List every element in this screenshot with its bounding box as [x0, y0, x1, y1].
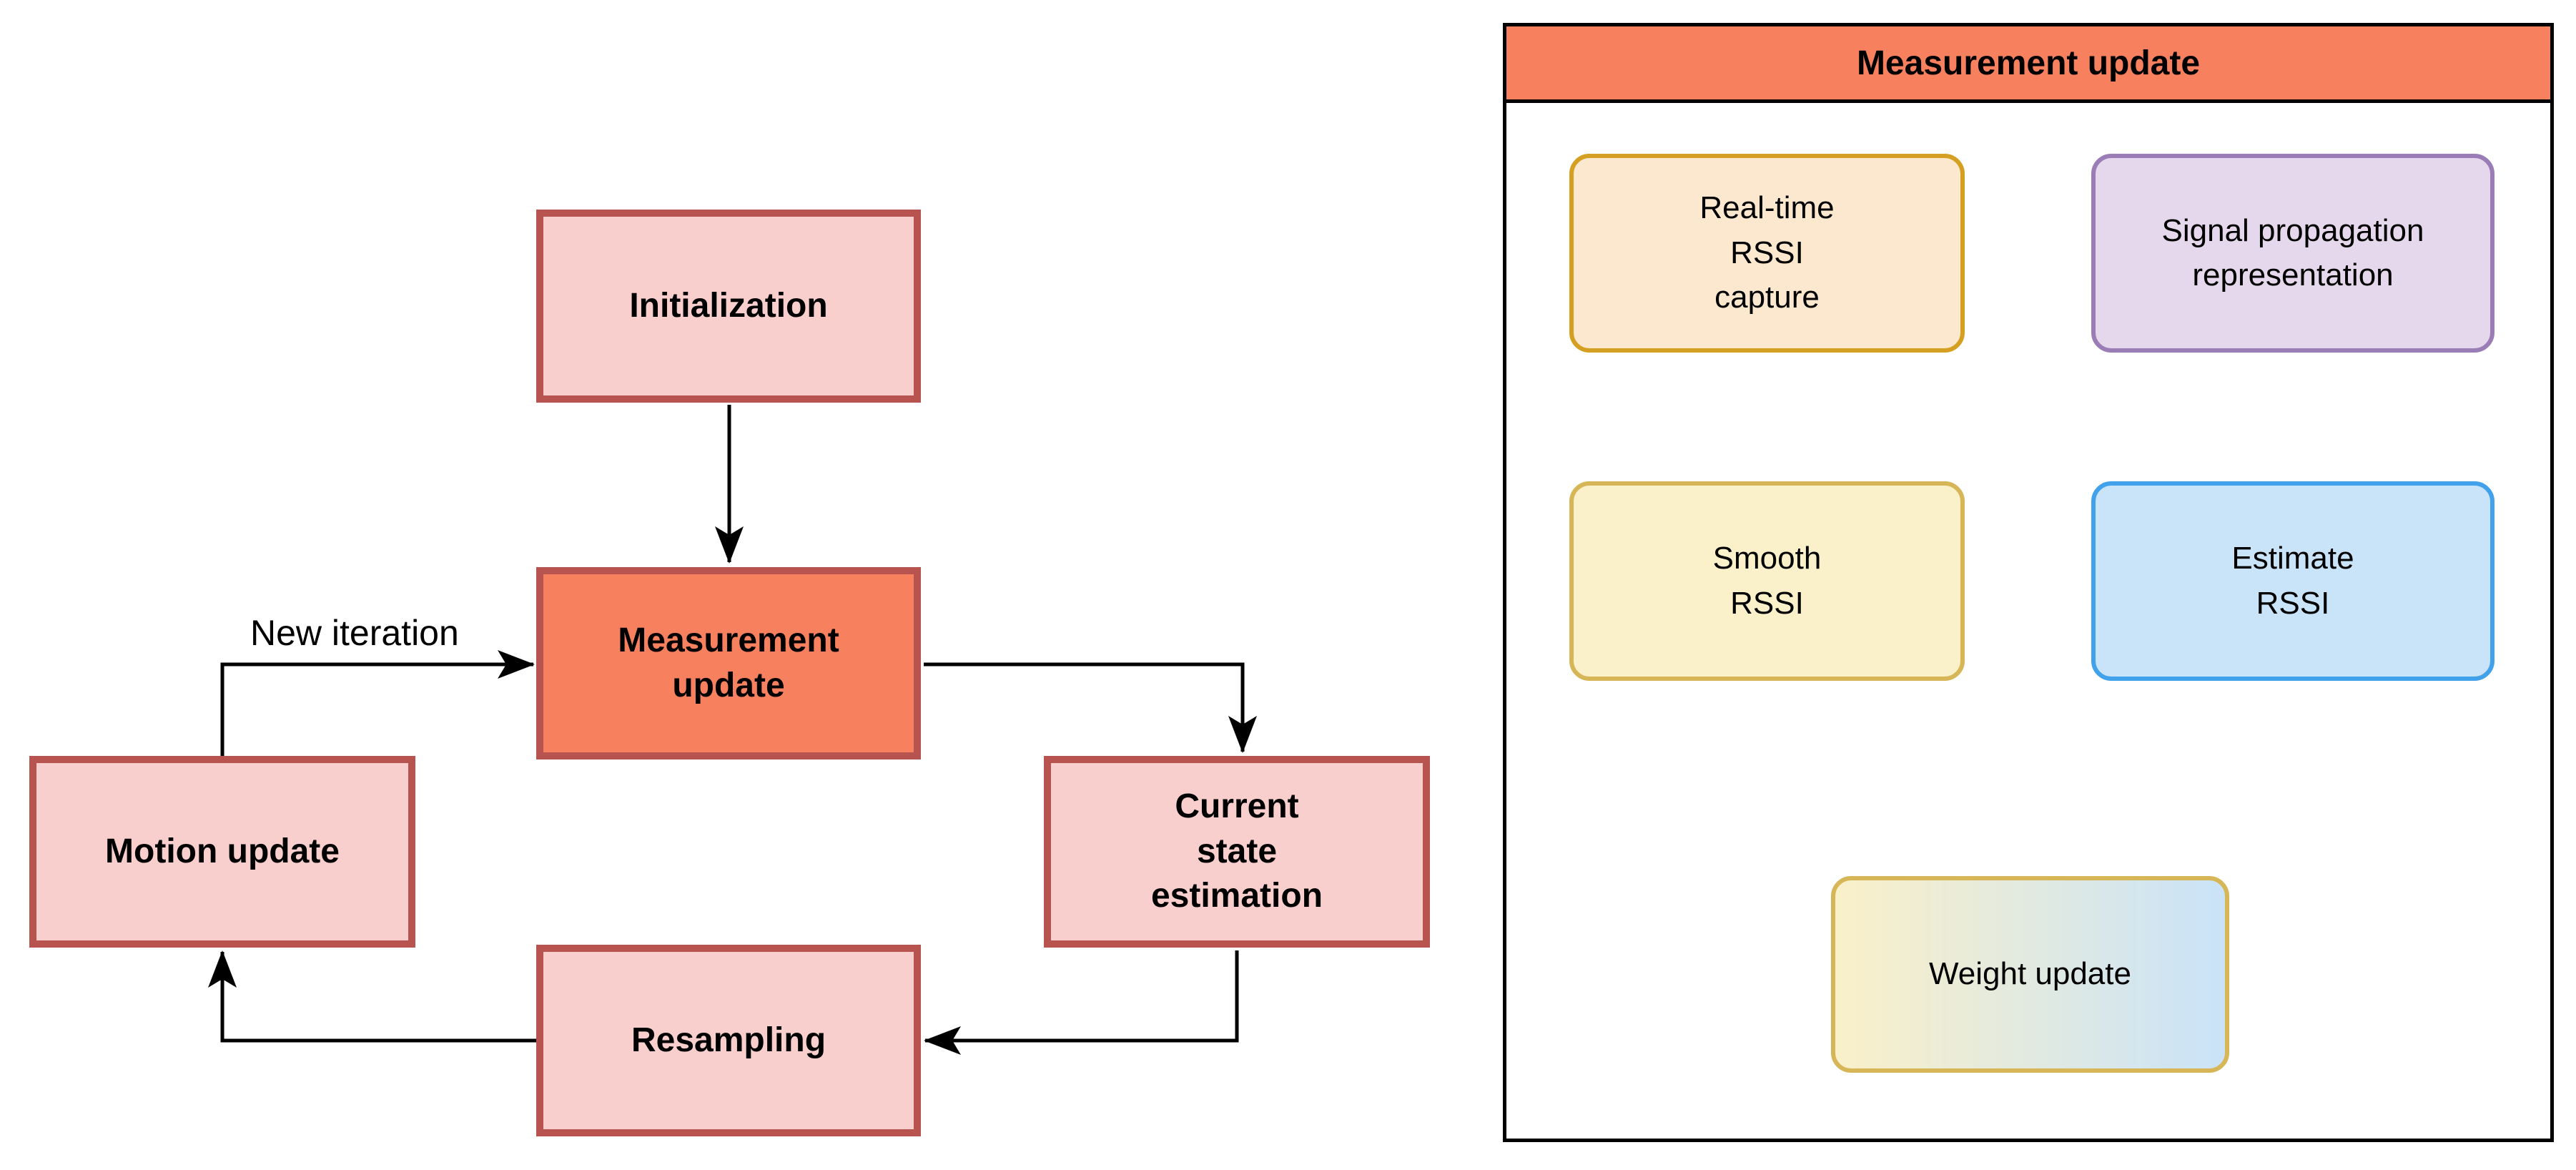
node-current-state-estimation-label: Current state estimation [1150, 787, 1323, 915]
node-realtime-rssi-capture-label: Real-time RSSI capture [1699, 190, 1835, 315]
node-resampling: Resampling [536, 945, 921, 1136]
node-weight-update-label: Weight update [1929, 956, 2131, 992]
edge-label-new-iteration: New iteration [250, 613, 459, 653]
node-smooth-rssi: Smooth RSSI [1569, 481, 1965, 681]
node-initialization: Initialization [536, 210, 921, 403]
node-estimate-rssi: Estimate RSSI [2091, 481, 2494, 681]
measurement-update-panel-header: Measurement update [1503, 23, 2554, 103]
edge-resampling-to-motion [208, 950, 539, 1043]
node-realtime-rssi-capture: Real-time RSSI capture [1569, 154, 1965, 353]
node-motion-update-label: Motion update [105, 832, 340, 870]
node-estimate-rssi-label: Estimate RSSI [2231, 541, 2354, 621]
edge-current-state-to-resampling [924, 950, 1239, 1055]
node-measurement-update: Measurement update [536, 567, 921, 759]
node-signal-propagation-representation-label: Signal propagation representation [2161, 212, 2424, 292]
node-measurement-update-label: Measurement update [618, 621, 839, 704]
edge-motion-to-measurement-new-iteration [220, 650, 535, 756]
node-smooth-rssi-label: Smooth RSSI [1712, 541, 1822, 621]
node-signal-propagation-representation: Signal propagation representation [2091, 154, 2494, 353]
node-motion-update: Motion update [29, 756, 415, 948]
node-weight-update: Weight update [1831, 876, 2229, 1073]
panel-title: Measurement update [1856, 44, 2201, 82]
edge-measurement-to-current-state [924, 662, 1257, 753]
node-current-state-estimation: Current state estimation [1044, 756, 1430, 948]
node-resampling-label: Resampling [631, 1021, 826, 1059]
node-initialization-label: Initialization [629, 286, 828, 325]
